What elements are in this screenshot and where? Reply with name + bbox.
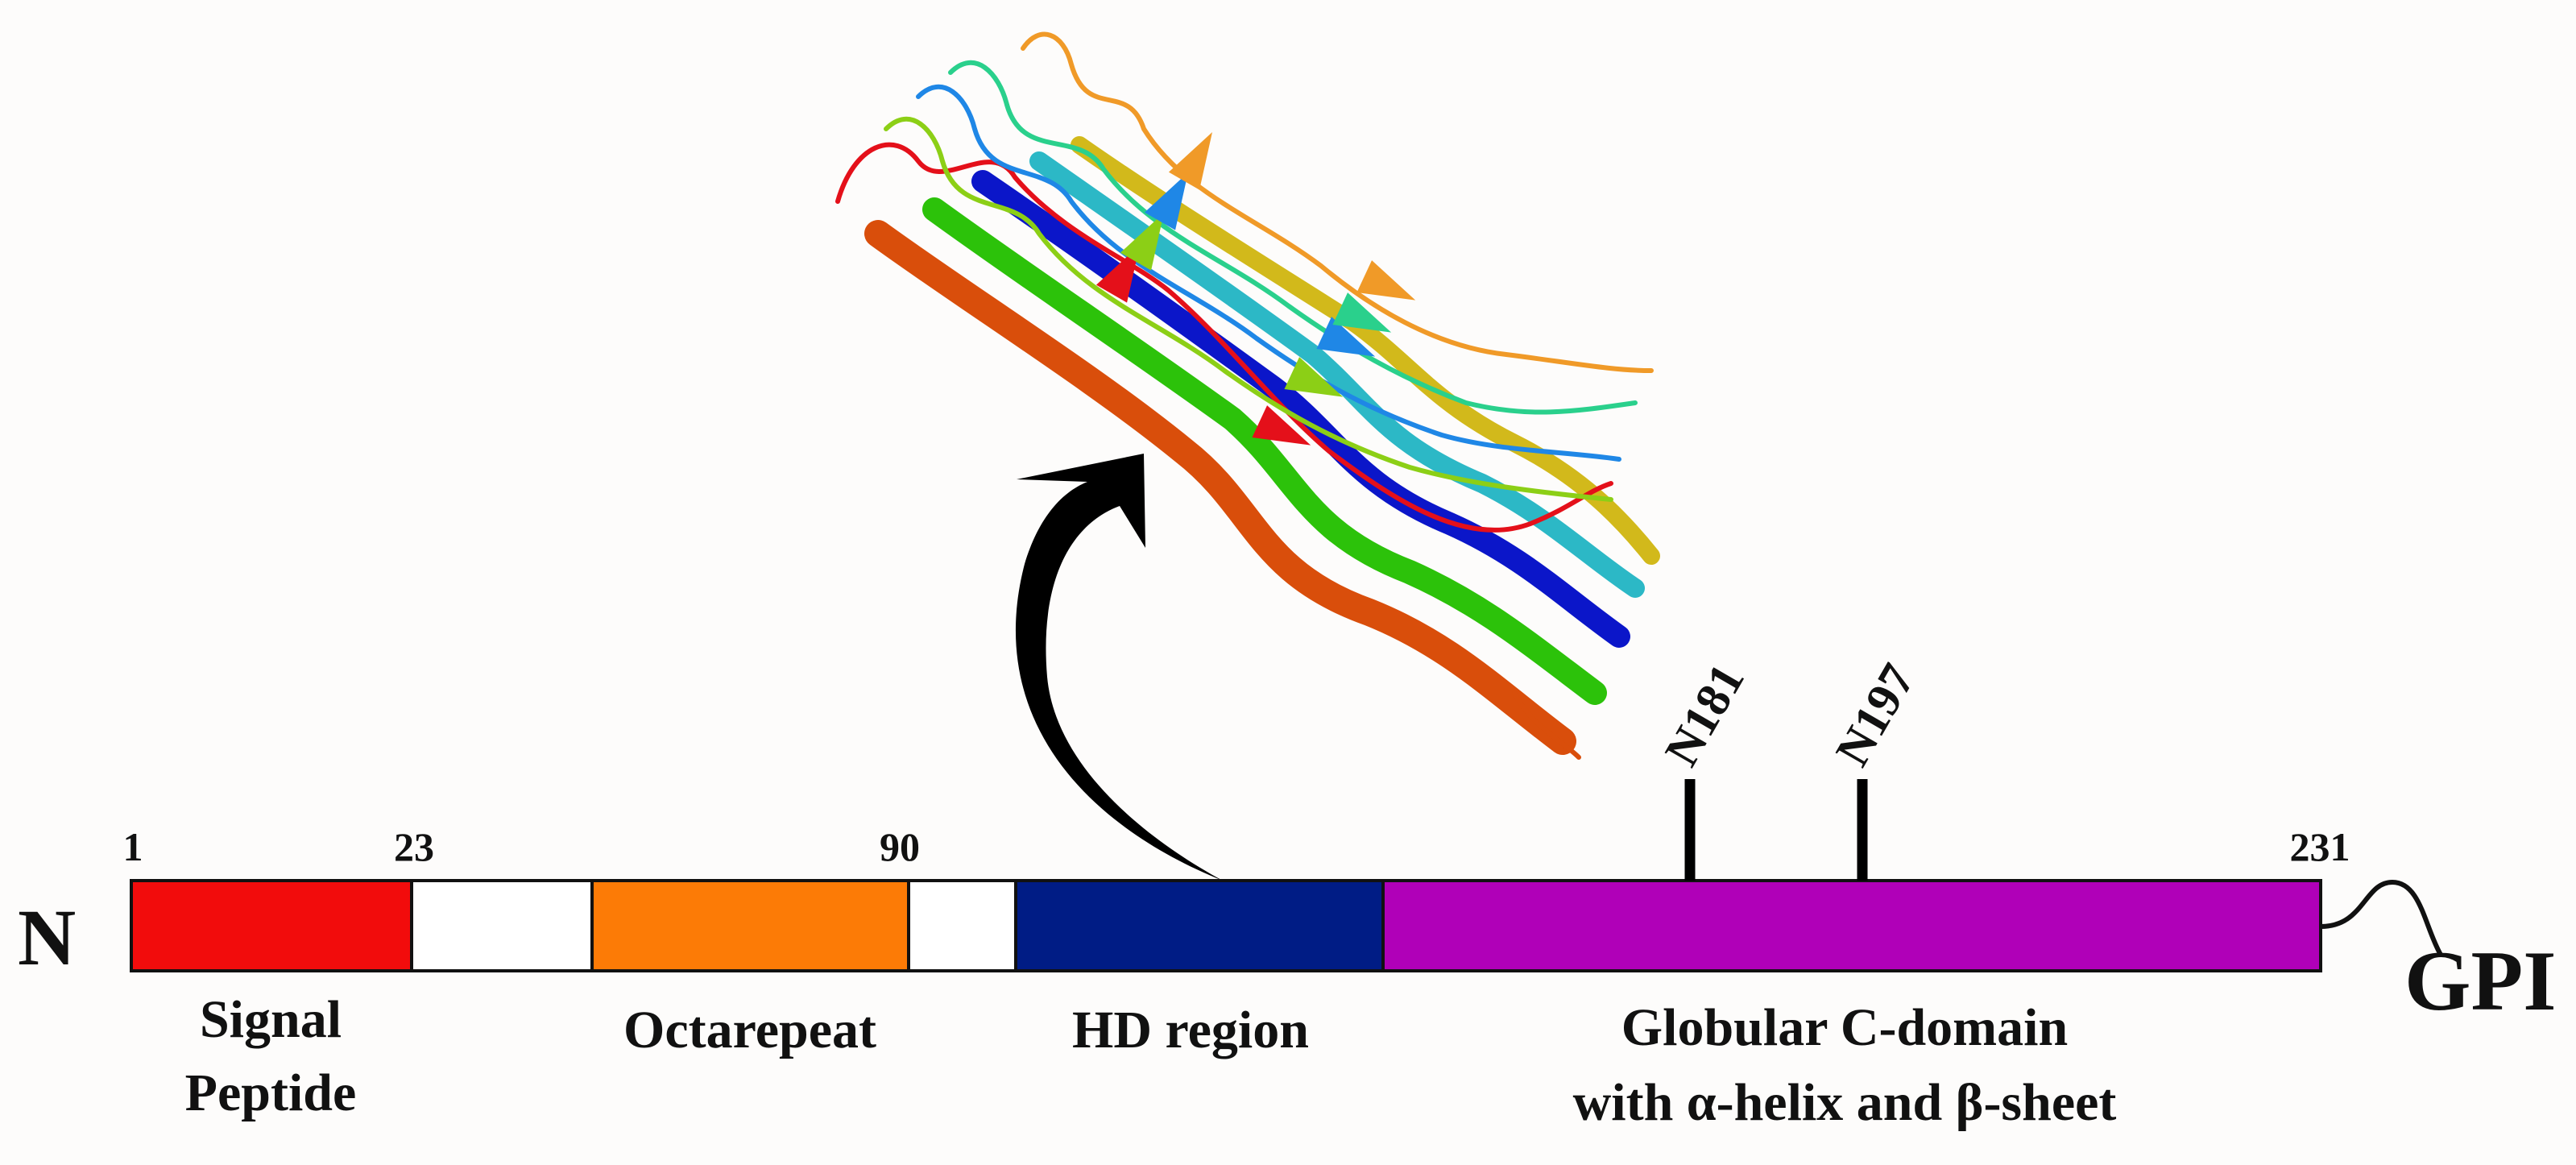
- fibril-sheet-ribbon: [922, 197, 1607, 705]
- globular-domain-label-line2: with α-helix and β-sheet: [1573, 1073, 2117, 1132]
- fibril-loop-strand: [884, 116, 1613, 502]
- fibril-loop-strand: [835, 142, 1613, 533]
- position-label-90: 90: [880, 824, 920, 869]
- signal-peptide-label-line1: Signal: [200, 990, 342, 1049]
- globular-domain-segment: [1381, 879, 2322, 972]
- amyloid-fibril-structure: [835, 31, 1660, 760]
- linker-segment-2: [907, 879, 1017, 972]
- linker-segment-1: [410, 879, 594, 972]
- beta-strand-arrowhead: [1316, 317, 1376, 357]
- beta-strand-arrowhead: [1168, 132, 1212, 190]
- glycosylation-site-n197: N197: [1825, 655, 1925, 774]
- fibril-loop-strand: [916, 84, 1621, 462]
- beta-strand-arrowhead: [1284, 357, 1344, 397]
- beta-strand-arrowhead: [1144, 172, 1188, 230]
- hd-region-label: HD region: [1072, 1001, 1309, 1059]
- domain-bar: [130, 879, 2322, 972]
- beta-strand-arrowhead: [1095, 245, 1140, 303]
- beta-strand-arrowhead: [1356, 260, 1416, 301]
- fibril-sheet-ribbon: [1071, 136, 1660, 565]
- beta-strand-arrowhead: [1332, 292, 1392, 333]
- glycosylation-site-n181: N181: [1655, 655, 1754, 774]
- fibril-loop-strand: [948, 60, 1638, 415]
- gpi-anchor-squiggle: [2320, 879, 2443, 956]
- octarepeat-label: Octarepeat: [623, 1001, 876, 1059]
- globular-domain-label-line1: Globular C-domain: [1621, 998, 2068, 1057]
- signal-peptide-segment: [130, 879, 413, 972]
- curved-arrow-icon: [1015, 454, 1223, 881]
- position-label-23: 23: [394, 824, 434, 869]
- beta-strand-arrowhead: [1252, 405, 1311, 446]
- fibril-sheet-ribbon: [864, 220, 1576, 755]
- signal-peptide-label-line2: Peptide: [185, 1063, 357, 1122]
- position-label-231: 231: [2290, 824, 2350, 869]
- n-terminus-label: N: [18, 893, 76, 982]
- fibril-loop-strand: [1021, 31, 1654, 373]
- fibril-loop-strand: [1512, 690, 1581, 760]
- hd-region-segment: [1014, 879, 1385, 972]
- c-terminus-gpi-label: GPI: [2404, 934, 2556, 1028]
- beta-strand-arrowhead: [1120, 213, 1164, 271]
- octarepeat-segment: [590, 879, 910, 972]
- position-label-1: 1: [123, 824, 143, 869]
